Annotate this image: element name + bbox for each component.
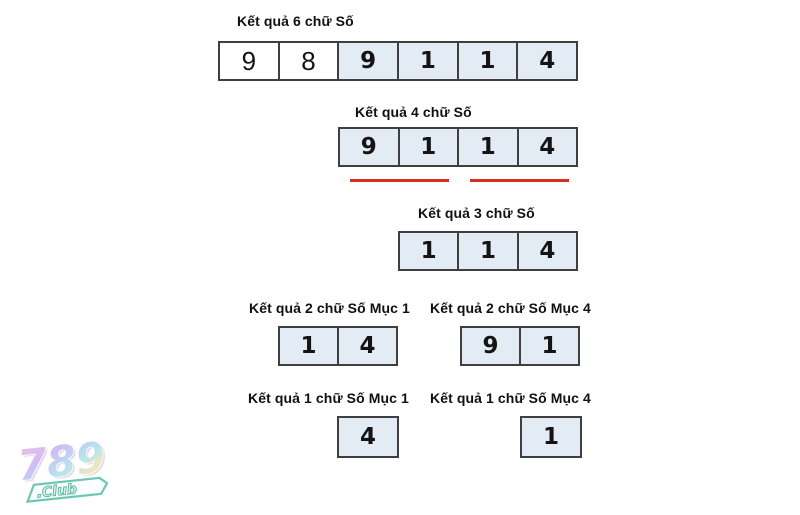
digit-cell: 1 [397,43,457,79]
logo-club-banner [25,476,109,503]
digit-strip-3: 1 1 4 [398,231,578,271]
digit-value: 4 [359,333,376,359]
digit-cell: 1 [519,328,578,364]
digit-value: 9 [360,134,377,160]
digit-value: 1 [419,48,436,74]
digit-cell: 1 [457,233,517,269]
section-label-3-digits: Kết quả 3 chữ Số [418,205,535,221]
digit-cell: 1 [456,43,517,79]
digit-value: 1 [420,238,437,264]
digit-value: 1 [300,333,317,359]
digit-value: 9 [241,45,257,76]
digit-cell: 4 [339,418,397,456]
section-label-6-digits: Kết quả 6 chữ Số [237,13,354,29]
digit-strip-4: 9 1 1 4 [338,127,578,167]
digit-cell: 1 [400,233,458,269]
digit-strip-1-muc-4: 1 [520,416,582,458]
digit-cell: 1 [280,328,337,364]
digit-cell: 9 [340,129,398,165]
digit-cell: 9 [220,43,278,79]
digit-value: 1 [479,48,496,74]
digit-value: 1 [420,134,437,160]
section-label-2-digits-muc-4: Kết quả 2 chữ Số Mục 4 [430,300,591,316]
digit-cell: 4 [516,129,576,165]
digit-value: 1 [542,424,559,450]
section-label-4-digits: Kết quả 4 chữ Số [355,104,472,120]
digit-value: 9 [482,333,499,359]
digit-value: 4 [539,238,556,264]
digit-cell: 4 [337,328,396,364]
789club-logo: 789 789 .Club [14,432,110,503]
digit-cell: 9 [462,328,519,364]
digit-cell: 4 [516,43,577,79]
section-label-1-digit-muc-1: Kết quả 1 chữ Số Mục 1 [248,390,409,406]
digit-cell: 1 [397,129,457,165]
digit-cell: 1 [522,418,580,456]
digit-value: 1 [479,134,496,160]
section-label-2-digits-muc-1: Kết quả 2 chữ Số Mục 1 [249,300,410,316]
digit-value: 8 [301,45,316,76]
digit-cell: 9 [337,43,398,79]
digit-cell: 8 [277,43,338,79]
digit-strip-6: 9 8 9 1 1 4 [218,41,578,81]
digit-value: 1 [541,333,558,359]
digit-value: 4 [359,424,376,450]
section-label-1-digit-muc-4: Kết quả 1 chữ Số Mục 4 [430,390,591,406]
red-underline-left [350,179,449,182]
digit-cell: 4 [516,233,576,269]
logo-club-text: .Club [36,481,78,501]
digit-cell: 1 [457,129,517,165]
digit-value: 1 [479,238,496,264]
digit-strip-1-muc-1: 4 [337,416,399,458]
red-underline-right [470,179,569,182]
digit-value: 9 [360,48,377,74]
digit-value: 4 [539,134,556,160]
digit-value: 4 [539,48,556,74]
